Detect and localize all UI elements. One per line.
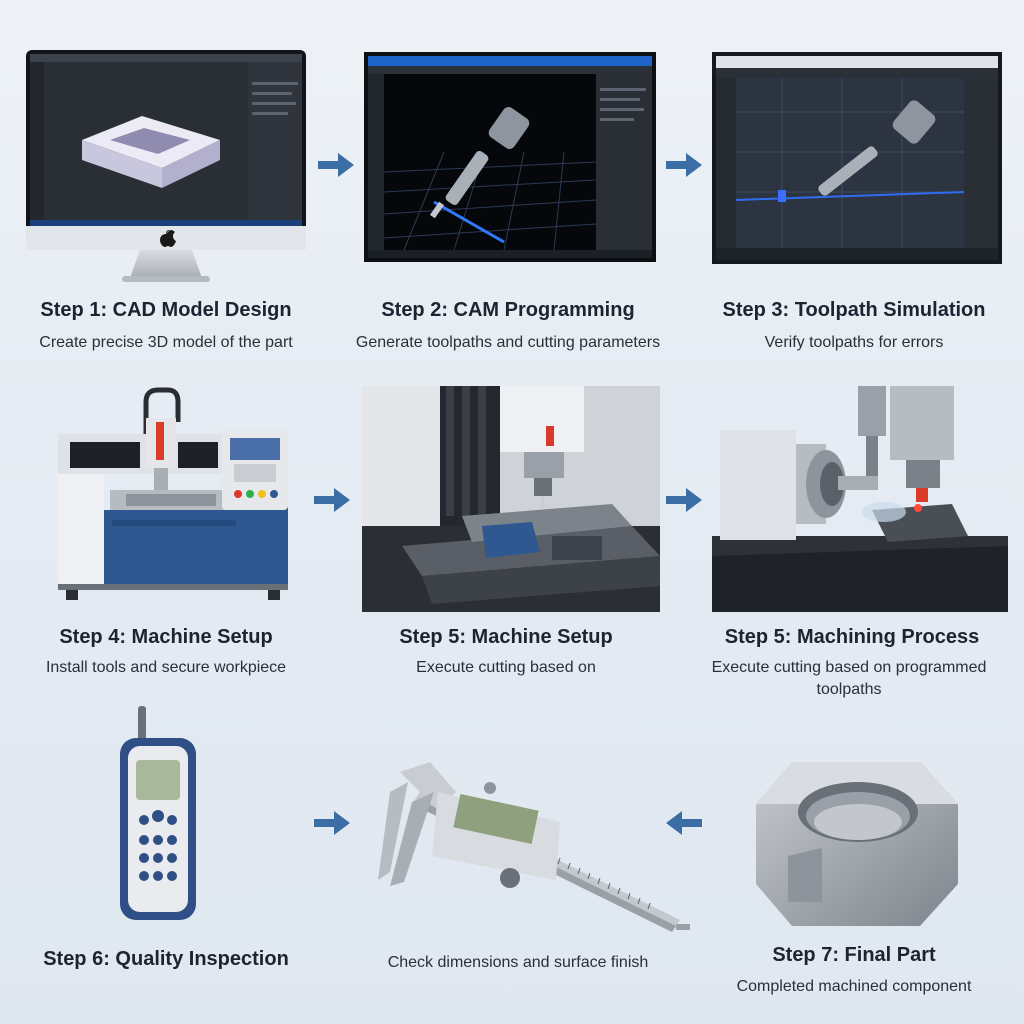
step-5-image	[362, 386, 660, 612]
step-7-desc: Completed machined component	[736, 978, 972, 995]
step-3-image	[712, 52, 1002, 264]
step-6-image	[110, 702, 202, 926]
step-5-title: Step 5: Machine Setup	[399, 626, 613, 648]
step-2-desc: Generate toolpaths and cutting parameter…	[355, 334, 661, 351]
step-5b-desc: Execute cutting based on programmed tool…	[711, 659, 987, 698]
step-3-desc: Verify toolpaths for errors	[764, 334, 944, 351]
arrow-right-icon	[664, 485, 704, 515]
step-5b-title: Step 5: Machining Process	[724, 626, 980, 648]
step-1-image	[22, 48, 312, 288]
arrow-right-icon	[664, 150, 704, 180]
step-5b-image	[712, 386, 1008, 612]
step-7-title: Step 7: Final Part	[772, 944, 936, 966]
arrow-right-icon	[312, 808, 352, 838]
step-3-title: Step 3: Toolpath Simulation	[722, 299, 986, 321]
caliper-image	[360, 752, 694, 942]
step-4-image	[50, 382, 300, 610]
step-2-image	[364, 52, 656, 262]
step-6-title: Step 6: Quality Inspection	[43, 948, 289, 970]
step-1-title: Step 1: CAD Model Design	[40, 299, 292, 321]
step-4-desc: Install tools and secure workpiece	[45, 659, 287, 676]
arrow-left-icon	[664, 808, 704, 838]
step-4-title: Step 4: Machine Setup	[59, 626, 273, 648]
apple-logo-icon	[160, 230, 176, 247]
arrow-right-icon	[312, 485, 352, 515]
step-5-desc: Execute cutting based on	[416, 659, 596, 676]
arrow-right-icon	[316, 150, 356, 180]
step-7-image	[752, 752, 962, 932]
step-1-desc: Create precise 3D model of the part	[39, 334, 293, 351]
step-2-title: Step 2: CAM Programming	[381, 299, 635, 321]
step-6b-desc: Check dimensions and surface finish	[387, 954, 649, 971]
